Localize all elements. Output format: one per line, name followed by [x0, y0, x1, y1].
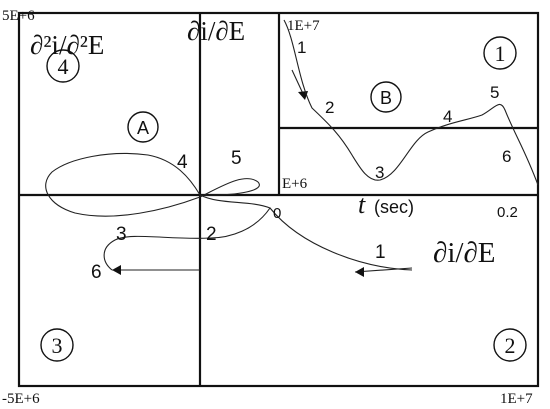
quadrant-1-marker: 1: [483, 36, 517, 70]
curve-b-point-6: 6: [502, 147, 511, 166]
quadrant-3-label: 3: [52, 333, 63, 358]
x-axis-title: ∂i/∂E: [433, 237, 496, 269]
y-min-label: -5E+6: [2, 391, 40, 407]
y-axis-title: ∂²i/∂²E: [30, 30, 104, 60]
inset-x-max-label: 0.2: [497, 204, 518, 221]
curve-a-loop: [45, 152, 260, 217]
curve-b-point-4: 4: [443, 107, 452, 126]
quadrant-3-marker: 3: [40, 328, 74, 362]
curve-b-point-5: 5: [490, 83, 499, 102]
arrow-point-1-head: [355, 267, 364, 277]
curve-a-point-2: 2: [206, 224, 217, 245]
arrow-point-6-head: [112, 265, 121, 275]
curve-a-label: A: [137, 118, 149, 138]
curve-a-point-6: 6: [91, 262, 102, 283]
curve-b-point-2: 2: [325, 98, 334, 117]
quadrant-2-label: 2: [505, 333, 516, 358]
curve-b-point-3: 3: [375, 163, 384, 182]
curve-a-point-5: 5: [231, 148, 242, 169]
quadrant-2-marker: 2: [493, 328, 527, 362]
curve-b: [283, 19, 539, 186]
curve-a-point-1: 1: [375, 242, 386, 263]
quadrant-4-marker: 4: [46, 49, 80, 83]
quadrant-1-label: 1: [495, 41, 506, 66]
inset-x-zero-label: 0: [273, 205, 281, 222]
inset-y-axis-title: ∂i/∂E: [187, 16, 245, 46]
inset-x-axis-unit: (sec): [374, 197, 414, 217]
curve-b-marker: B: [370, 81, 402, 113]
arrow-point-1-line: [354, 267, 413, 273]
inset-x-axis-var: t: [358, 190, 366, 219]
x-max-label: 1E+7: [500, 391, 533, 407]
curve-a-point-4: 4: [177, 152, 188, 173]
inset-y-top-label: 1E+7: [287, 18, 320, 34]
y-max-label: 5E+6: [2, 8, 35, 24]
quadrant-4-label: 4: [58, 54, 69, 79]
curve-a-trajectory: [269, 207, 413, 271]
curve-b-label: B: [380, 88, 392, 108]
inset-y-ref-label: E+6: [282, 176, 308, 192]
curve-b-point-1: 1: [297, 38, 306, 57]
curve-a-marker: A: [127, 111, 159, 143]
curve-a-point-3: 3: [116, 224, 127, 245]
curve-a-tail: [103, 194, 271, 271]
